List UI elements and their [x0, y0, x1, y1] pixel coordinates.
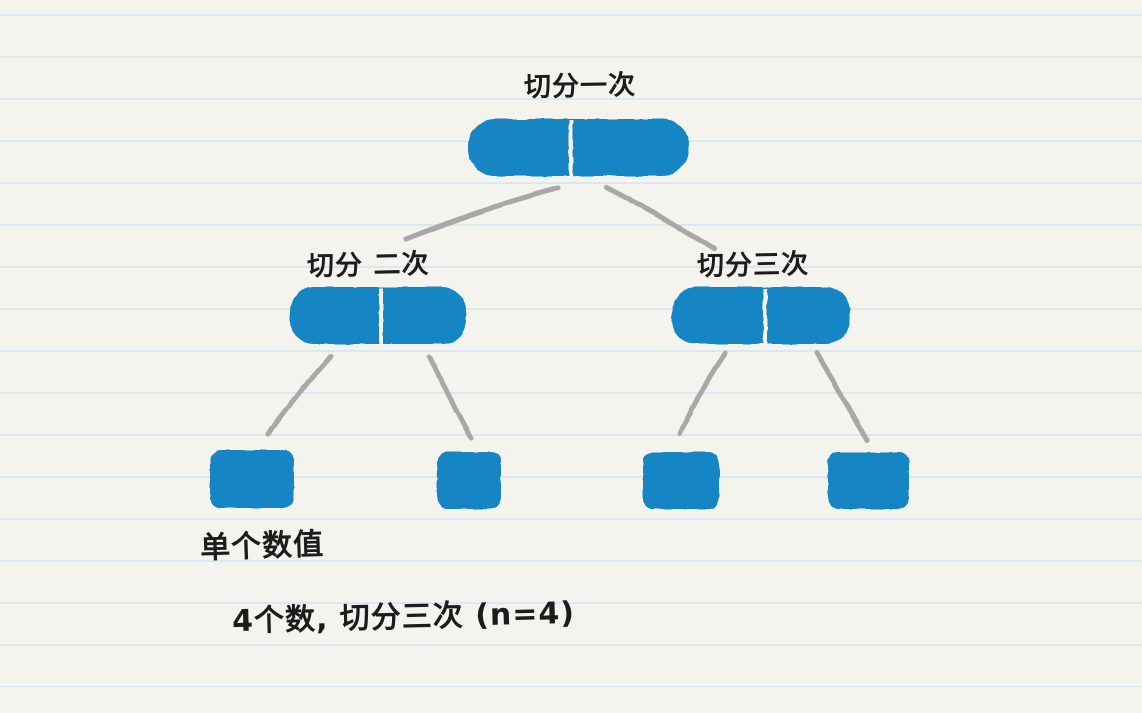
connector-group — [265, 184, 870, 444]
connector-root-to-mid-right — [603, 184, 717, 252]
node-leaf-2[interactable] — [437, 452, 501, 509]
node-root[interactable] — [468, 119, 689, 176]
connector-mid-left-to-leaf-1 — [265, 353, 334, 437]
node-mid-right[interactable] — [672, 287, 850, 344]
node-leaf-3[interactable] — [643, 452, 719, 509]
node-group — [210, 119, 909, 509]
connector-mid-right-to-leaf-4 — [814, 350, 870, 444]
caption-single-value: 单个数值 — [199, 527, 325, 566]
node-leaf-4[interactable] — [828, 452, 909, 509]
caption-formula: 4个数, 切分三次 (n=4) — [231, 595, 576, 640]
node-label-root: 切分一次 — [523, 69, 637, 104]
connector-root-to-mid-left — [403, 185, 561, 242]
node-label-mid-right: 切分三次 — [696, 248, 810, 283]
node-leaf-1[interactable] — [210, 450, 294, 508]
node-label-mid-left: 切分 二次 — [306, 248, 430, 283]
node-mid-left[interactable] — [290, 287, 466, 344]
connector-mid-right-to-leaf-3 — [677, 350, 728, 437]
connector-mid-left-to-leaf-2 — [427, 354, 474, 441]
